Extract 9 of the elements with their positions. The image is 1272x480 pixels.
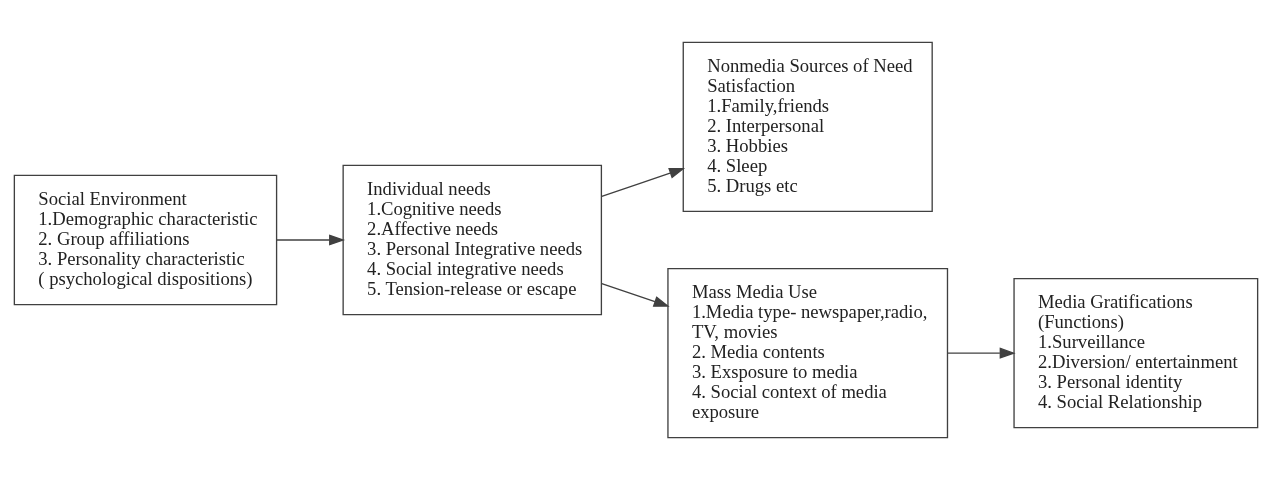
node-box: Media Gratifications (Functions) 1.Surveillance 2.Diversion/ entertainment 3. Personal identity 4. Social Relationship bbox=[1013, 277, 1259, 429]
arrow bbox=[276, 234, 346, 246]
node-box: Individual needs 1.Cognitive needs 2.Affective needs 3. Personal Integrative needs 4. Social integrative needs 5. Tension-release or escape bbox=[342, 164, 603, 316]
arrow bbox=[946, 347, 1016, 359]
node-box: Social Environment 1.Demographic characteristic 2. Group affiliations 3. Personality characteristic ( psychological dispositions) bbox=[13, 174, 278, 306]
node-box: Nonmedia Sources of Need Satisfaction 1.Family,friends 2. Interpersonal 3. Hobbies 4. Sleep 5. Drugs etc bbox=[682, 41, 933, 213]
arrow bbox=[601, 167, 686, 198]
node-box: Mass Media Use 1.Media type- newspaper,radio, TV, movies 2. Media contents 3. Exsposure to media 4. Social context of media exposure bbox=[667, 267, 949, 439]
arrow bbox=[601, 282, 670, 307]
